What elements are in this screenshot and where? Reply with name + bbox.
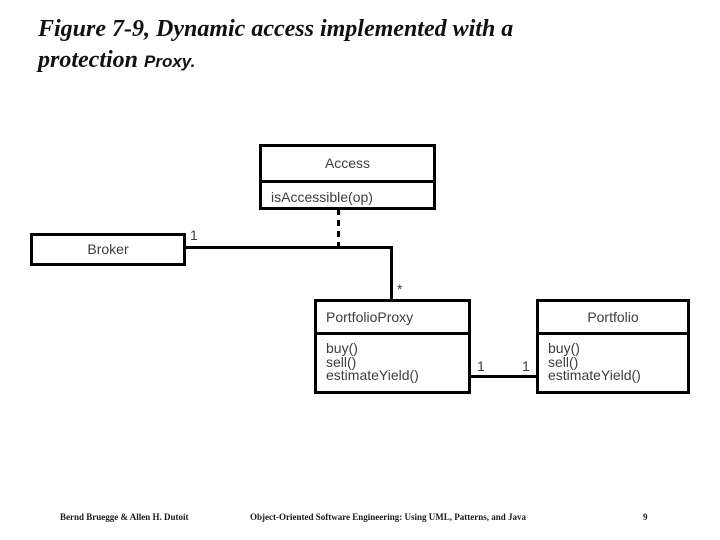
portfolio-method-estimate-yield: estimateYield() <box>548 367 641 383</box>
portfolio-proxy-method-sell: sell() <box>326 353 357 370</box>
slide-title-line1: Figure 7-9, Dynamic access implemented w… <box>38 16 514 42</box>
footer-authors: Bernd Bruegge & Allen H. Dutoit <box>60 512 189 522</box>
portfolio-proxy-methods: buy() sell() estimateYield() <box>317 332 468 391</box>
uml-class-portfolio-proxy: PortfolioProxy buy() sell() estimateYiel… <box>314 299 471 394</box>
multiplicity-proxy-end: 1 <box>477 358 485 374</box>
uml-class-portfolio: Portfolio buy() sell() estimateYield() <box>536 299 690 394</box>
slide-title-keyword: Proxy. <box>144 52 196 71</box>
broker-proxy-association-line-vertical <box>390 246 393 299</box>
portfolio-proxy-class-name: PortfolioProxy <box>326 309 414 325</box>
portfolio-proxy-method-buy: buy() <box>326 340 358 356</box>
portfolio-proxy-method-estimate-yield: estimateYield() <box>326 367 419 383</box>
portfolio-methods: buy() sell() estimateYield() <box>539 332 687 391</box>
access-dependency-dashed-line <box>337 209 340 246</box>
footer-book-title: Object-Oriented Software Engineering: Us… <box>249 512 527 522</box>
multiplicity-broker-end: 1 <box>190 227 198 243</box>
footer-page-number: 9 <box>643 512 648 522</box>
portfolio-class-name: Portfolio <box>587 309 639 325</box>
portfolio-method-buy: buy() <box>548 340 580 356</box>
proxy-portfolio-association-line <box>471 375 536 378</box>
multiplicity-proxy-many-end: * <box>397 281 403 297</box>
slide-title-line2: protection <box>38 47 138 73</box>
broker-proxy-association-line-horizontal <box>186 246 393 249</box>
portfolio-method-sell: sell() <box>548 353 579 370</box>
broker-class-name: Broker <box>87 241 129 257</box>
uml-class-broker: Broker <box>30 233 186 266</box>
multiplicity-portfolio-end: 1 <box>522 358 530 374</box>
uml-class-access: Access isAccessible(op) <box>259 144 436 210</box>
access-class-name: Access <box>324 155 371 171</box>
slide-title: Figure 7-9, Dynamic access implemented w… <box>38 14 678 77</box>
access-operation: isAccessible(op) <box>262 180 433 207</box>
